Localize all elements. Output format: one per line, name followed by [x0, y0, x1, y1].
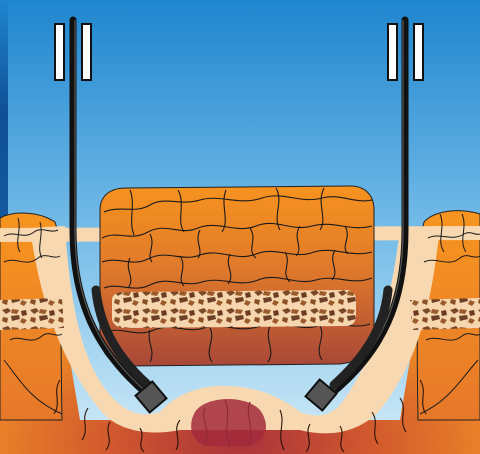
reservoir-cavity	[191, 399, 266, 446]
rubble-layer-center	[112, 290, 356, 328]
drill-rig-icon	[55, 24, 64, 80]
rubble-layer-right	[410, 298, 480, 330]
drill-rig-post	[414, 24, 423, 80]
central-mesa	[100, 186, 374, 366]
drill-rig-post	[82, 24, 91, 80]
rubble-layer-left	[0, 298, 64, 330]
drill-rig-icon	[388, 24, 397, 80]
